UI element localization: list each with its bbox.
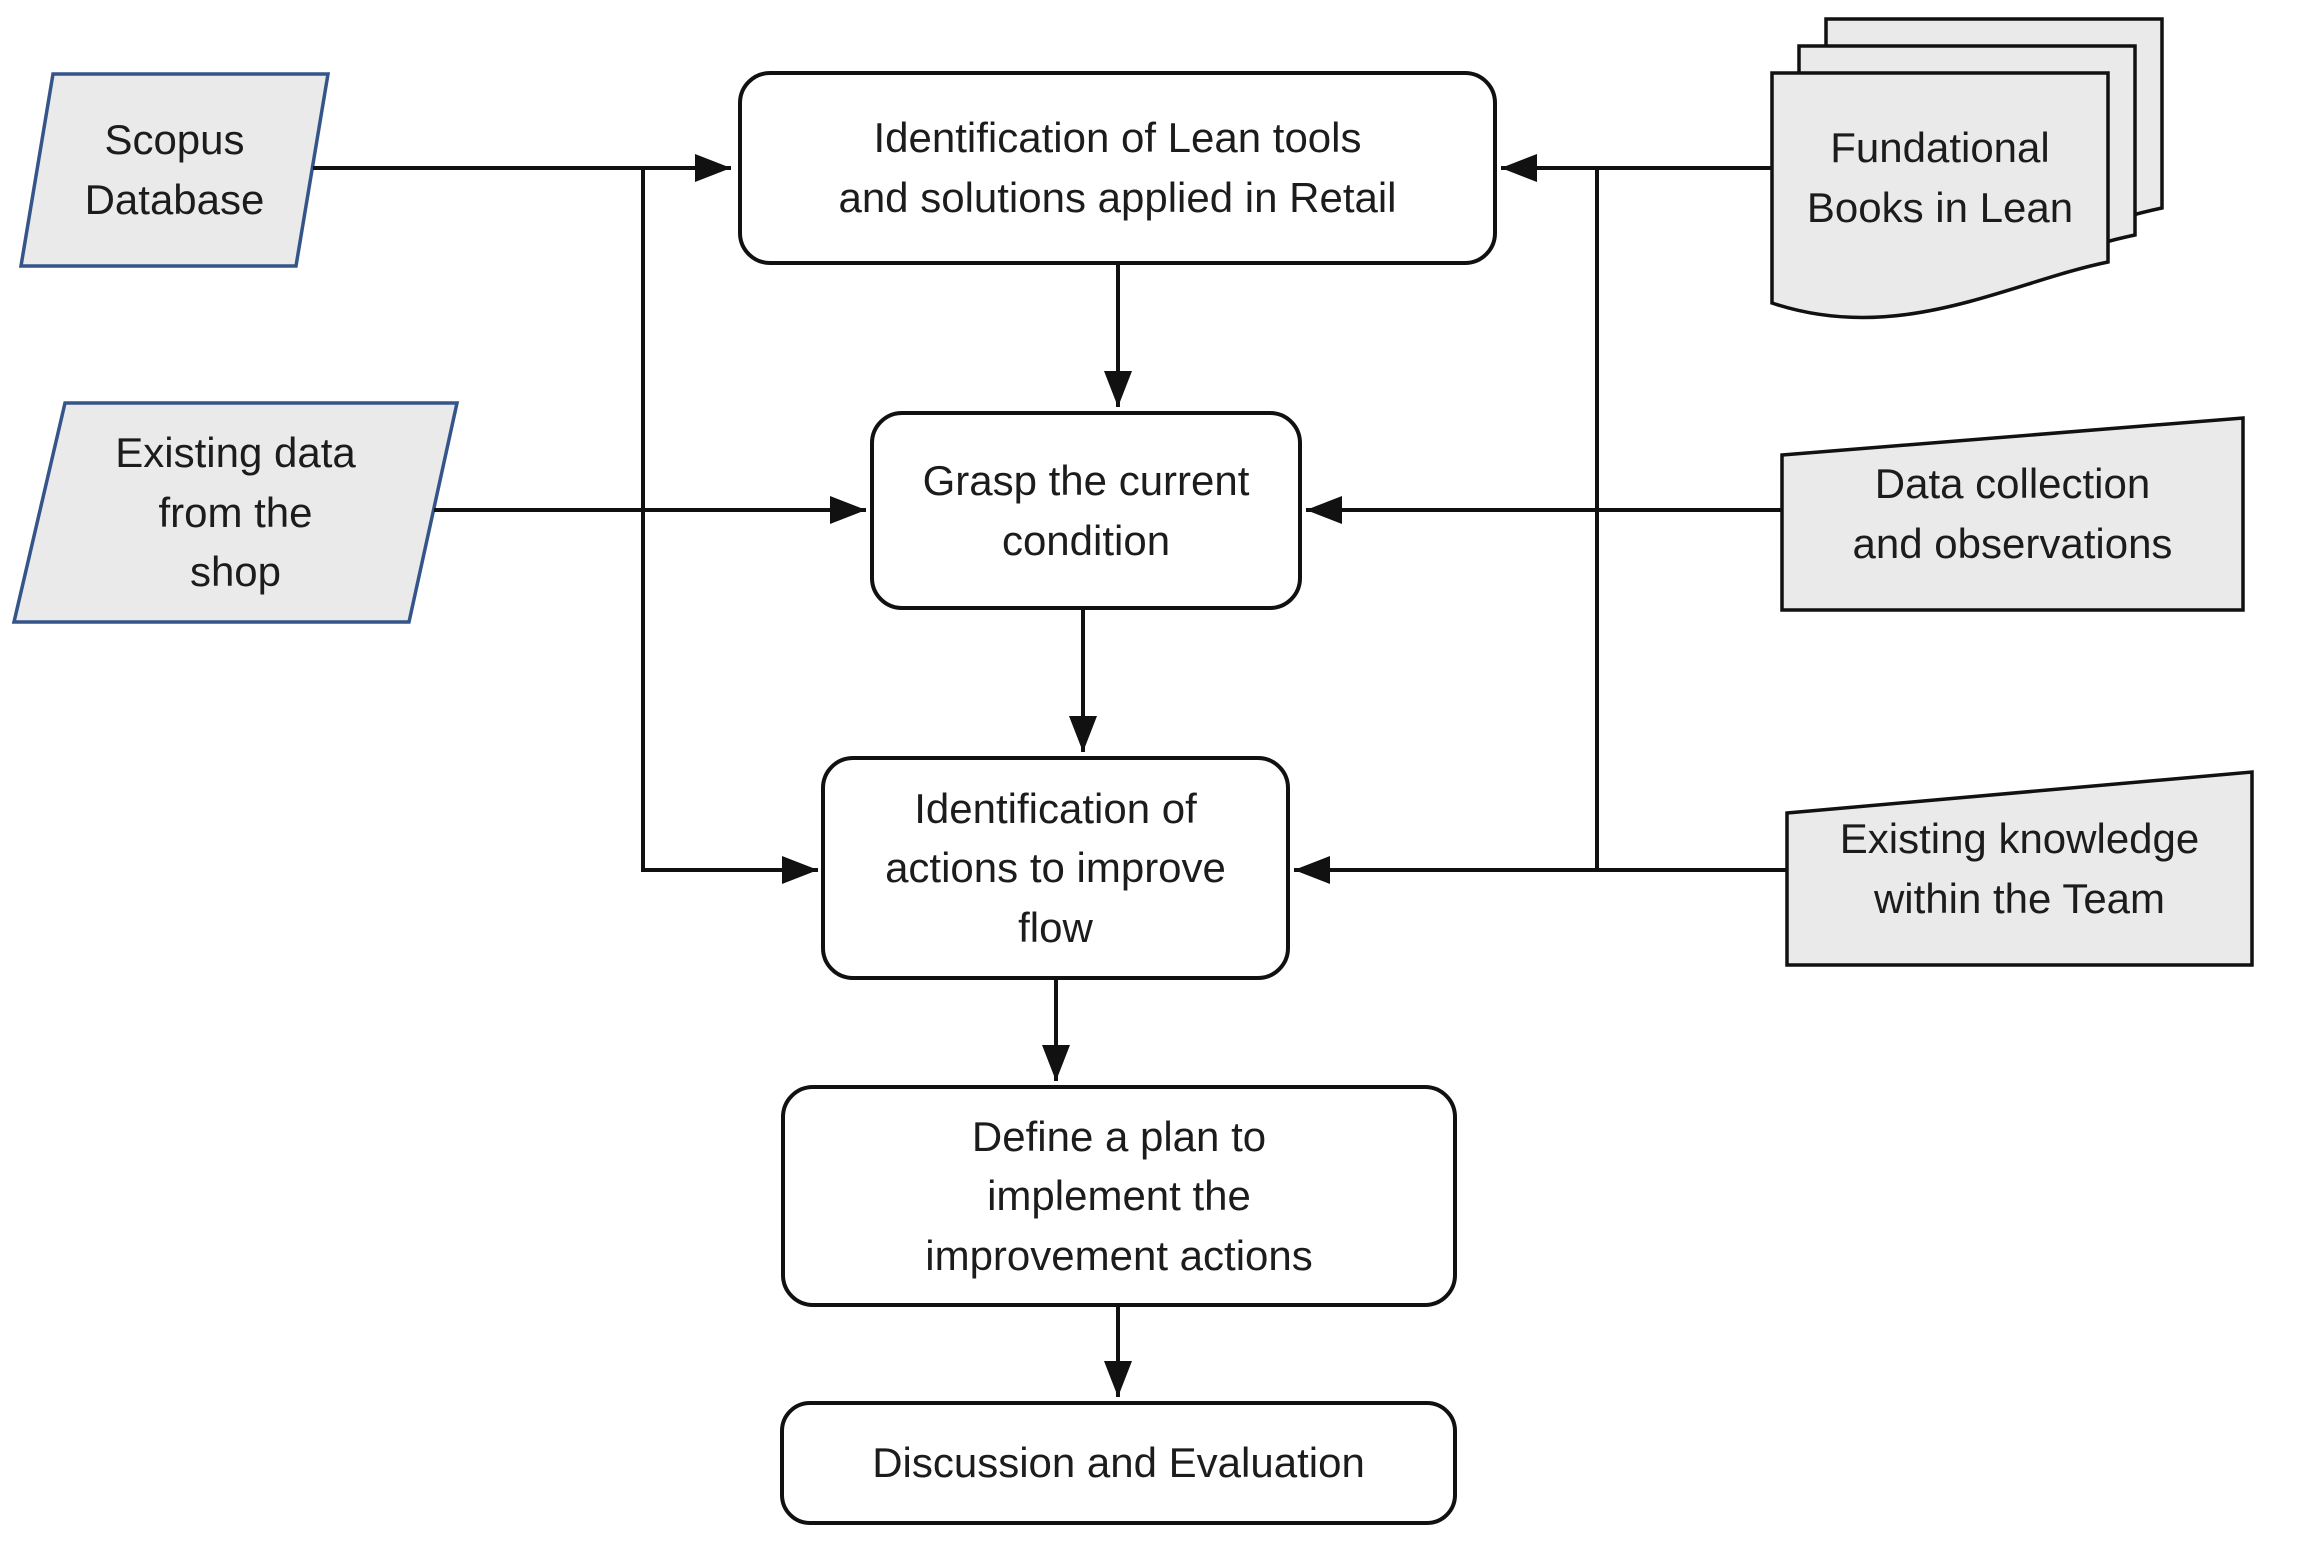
arrow-scopus-branch-to-identify-actions — [641, 168, 818, 884]
existing-knowledge-card — [1785, 770, 2254, 967]
connectors — [313, 154, 1787, 1397]
document-sheet-front — [1770, 71, 2110, 320]
scopus-database-parallelogram — [18, 72, 331, 268]
discussion-evaluation-box — [780, 1401, 1457, 1525]
data-collection-card — [1780, 416, 2245, 612]
grasp-current-condition-box — [870, 411, 1302, 610]
existing-shop-data-parallelogram — [11, 401, 460, 624]
identify-lean-tools-box — [738, 71, 1497, 265]
define-plan-box — [781, 1085, 1457, 1307]
fundational-books-multidocument — [1770, 17, 2164, 320]
identify-actions-box — [821, 756, 1290, 980]
